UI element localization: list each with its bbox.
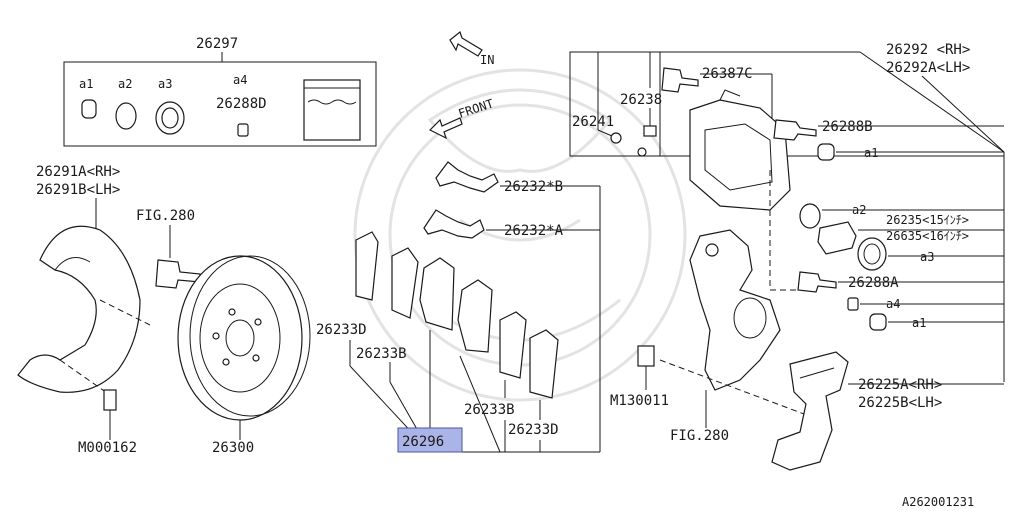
seal-a3-shape-right — [857, 237, 887, 271]
label-26291b[interactable]: 26291B<LH> — [36, 182, 120, 198]
label-26235[interactable]: 26235<15ｲﾝﾁ> — [886, 213, 969, 227]
label-m000162[interactable]: M000162 — [78, 440, 137, 456]
pad-clip-group: 26232*B 26232*A — [423, 161, 601, 452]
label-26233b-right[interactable]: 26233B — [464, 402, 515, 418]
label-a3-right[interactable]: a3 — [920, 250, 934, 264]
label-kit-a3[interactable]: a3 — [158, 77, 172, 91]
shim-26233d-left-shape — [355, 231, 379, 301]
label-a4-right[interactable]: a4 — [886, 297, 900, 311]
label-kit-a1[interactable]: a1 — [79, 77, 93, 91]
pad-inner-shape — [419, 257, 455, 331]
arrow-in-icon — [449, 30, 483, 57]
caliper-support-group: 26225A<RH> 26225B<LH> — [771, 351, 1004, 471]
label-kit-a4[interactable]: a4 — [233, 73, 247, 87]
diagram-code: A262001231 — [902, 495, 974, 509]
label-26233b-left[interactable]: 26233B — [356, 346, 407, 362]
bolt-26288a-shape — [797, 271, 837, 293]
label-26225a[interactable]: 26225A<RH> — [858, 377, 942, 393]
label-26297[interactable]: 26297 — [196, 36, 238, 52]
bolt-m130011-shape — [637, 345, 655, 367]
label-26635[interactable]: 26635<16ｲﾝﾁ> — [886, 229, 969, 243]
seal-a2-shape-right — [799, 203, 821, 229]
brake-pad-group: 26233D 26233B 26233B 26233D 26296 — [316, 231, 600, 453]
label-26300[interactable]: 26300 — [212, 440, 254, 456]
caliper-group: 26292 <RH> 26292A<LH> 26387C 26238 26241… — [569, 42, 1005, 382]
label-26296[interactable]: 26296 — [402, 434, 444, 450]
label-26225b[interactable]: 26225B<LH> — [858, 395, 942, 411]
seal-a2-shape — [115, 102, 137, 130]
bolt-26288b-shape — [773, 119, 817, 141]
splash-shield-shape — [17, 225, 141, 393]
label-26288a[interactable]: 26288A — [848, 275, 899, 291]
label-a1-bottom[interactable]: a1 — [912, 316, 926, 330]
seal-a3-inner-shape — [161, 107, 179, 129]
label-26291a[interactable]: 26291A<RH> — [36, 164, 120, 180]
label-kit-a2[interactable]: a2 — [118, 77, 132, 91]
seal-kit-group: 26297 a1 a2 a3 a4 26288D — [63, 36, 377, 147]
caliper-body-shape — [689, 99, 791, 211]
label-26241[interactable]: 26241 — [572, 114, 614, 130]
cap-26241-shape — [610, 132, 622, 144]
arrow-front-icon — [428, 117, 463, 140]
clip-26232a-shape — [423, 209, 485, 239]
knuckle-group: FIG.280 M130011 — [610, 229, 821, 444]
bleeder-26238-shape — [643, 125, 657, 137]
bolt-26387c-shape — [661, 67, 699, 93]
label-front[interactable]: FRONT — [457, 96, 496, 120]
boot-a1-shape — [81, 99, 97, 119]
shim-26233b-right-shape — [499, 311, 527, 379]
label-26288b[interactable]: 26288B — [822, 119, 873, 135]
label-26292[interactable]: 26292 <RH> — [886, 42, 970, 58]
piston-shape — [817, 221, 857, 255]
grease-container-shape — [303, 79, 361, 141]
pin-26288d-shape — [237, 123, 249, 137]
pin-a4-shape — [847, 297, 859, 311]
direction-arrows: IN FRONT — [428, 30, 496, 140]
label-26232a[interactable]: 26232*A — [504, 223, 564, 239]
support-26225-shape — [771, 351, 849, 471]
bolt-m000162-shape — [103, 389, 117, 411]
label-a2-right[interactable]: a2 — [852, 203, 866, 217]
label-kit-26288d[interactable]: 26288D — [216, 96, 267, 112]
disc-rotor-group: FIG.280 26300 — [136, 208, 311, 456]
splash-shield-group: 26291A<RH> 26291B<LH> M000162 — [17, 164, 151, 456]
highlight-26296 — [397, 427, 463, 453]
boot-a1-bottom-shape — [869, 313, 887, 331]
label-m130011[interactable]: M130011 — [610, 393, 669, 409]
shim-26233b-left-shape — [391, 247, 419, 319]
clip-26232b-shape — [435, 161, 499, 193]
shim-26233d-right-shape — [529, 329, 559, 399]
label-a1-top[interactable]: a1 — [864, 146, 878, 160]
label-fig280-left[interactable]: FIG.280 — [136, 208, 195, 224]
disc-rotor-outer-shape — [177, 255, 303, 421]
label-26233d-left[interactable]: 26233D — [316, 322, 367, 338]
label-in[interactable]: IN — [480, 53, 494, 67]
boot-a1-top-shape — [817, 143, 835, 161]
label-26233d-right[interactable]: 26233D — [508, 422, 559, 438]
label-26387c[interactable]: 26387C — [702, 66, 753, 82]
label-fig280-right[interactable]: FIG.280 — [670, 428, 729, 444]
label-26292a[interactable]: 26292A<LH> — [886, 60, 970, 76]
label-26232b[interactable]: 26232*B — [504, 179, 563, 195]
label-26238[interactable]: 26238 — [620, 92, 662, 108]
pad-outer-shape — [457, 279, 493, 353]
